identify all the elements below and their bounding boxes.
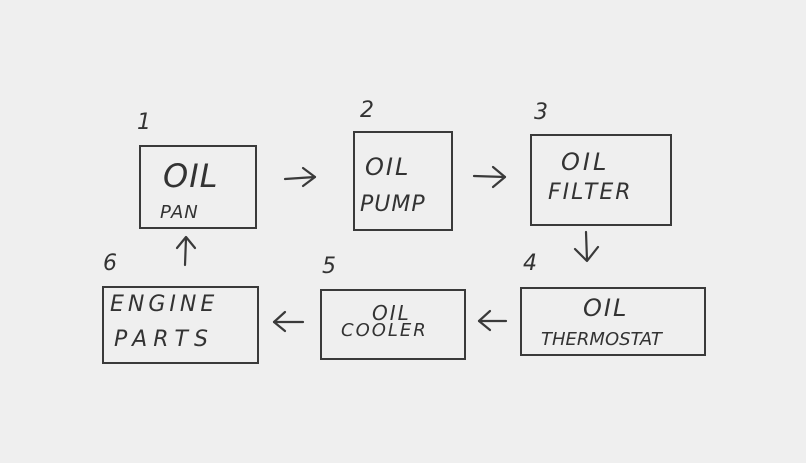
step-3-number: 3	[534, 100, 548, 125]
step-5-box	[320, 289, 466, 360]
step-2-box	[353, 131, 453, 231]
step-5-label-line2: COOLER	[341, 320, 428, 341]
arrow-right-icon	[283, 166, 317, 188]
step-3-box	[530, 134, 672, 226]
step-1-number: 1	[137, 110, 151, 135]
step-3-label-line2: FILTER	[548, 180, 633, 205]
step-6-number: 6	[103, 251, 117, 276]
step-1-label-line2: PAN	[160, 202, 199, 223]
step-6-box	[102, 286, 259, 364]
arrow-left-icon	[477, 309, 508, 332]
arrow-down-icon	[573, 230, 600, 263]
arrow-up-icon	[175, 235, 197, 267]
arrow-right-icon	[472, 165, 507, 189]
step-5-number: 5	[322, 254, 336, 279]
step-4-box	[520, 287, 706, 356]
step-2-label-line1: OIL	[365, 153, 411, 181]
arrow-left-icon	[272, 310, 305, 333]
step-3-label-line1: OIL	[561, 148, 610, 176]
step-5-label-line1: OIL	[372, 301, 411, 325]
step-2-number: 2	[360, 98, 374, 123]
step-6-label-line2: PARTS	[114, 327, 214, 352]
step-4-label-line1: OIL	[583, 294, 629, 322]
step-4-number: 4	[523, 251, 537, 276]
step-4-label-line2: THERMOSTAT	[541, 329, 662, 350]
step-1-box	[139, 145, 257, 229]
step-2-label-line2: PUMP	[360, 192, 426, 217]
step-6-label-line1: ENGINE	[110, 292, 219, 317]
step-1-label-line1: OIL	[163, 157, 219, 195]
